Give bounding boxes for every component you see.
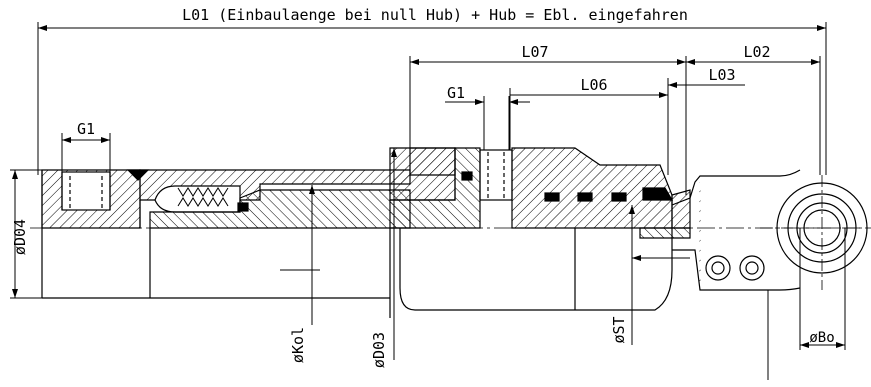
- l07-dimension: L07: [409, 43, 687, 195]
- l06-label: L06: [580, 76, 607, 94]
- d03-dimension: øD03: [370, 148, 397, 368]
- g1-left-dimension: G1: [61, 120, 111, 175]
- overall-length-title: L01 (Einbaulaenge bei null Hub) + Hub = …: [182, 6, 688, 24]
- g1-left-label: G1: [77, 120, 95, 138]
- d04-label: øD04: [11, 219, 29, 255]
- bo-label: øBo: [809, 330, 834, 346]
- d04-dimension: øD04: [10, 169, 44, 299]
- kol-label: øKol: [289, 327, 307, 363]
- l06-dimension: L06: [509, 76, 668, 150]
- kol-dimension: øKol: [280, 185, 320, 363]
- l02-label: L02: [743, 43, 770, 61]
- rod-eye: [639, 169, 871, 291]
- overall-length-dimension: L01 (Einbaulaenge bei null Hub) + Hub = …: [37, 6, 827, 175]
- l03-label: L03: [708, 66, 735, 84]
- bo-dimension: øBo: [767, 228, 846, 380]
- st-label: øST: [610, 316, 628, 343]
- st-dimension: øST: [610, 205, 690, 345]
- cylinder-body: [30, 147, 860, 318]
- l02-dimension: L02: [686, 43, 821, 175]
- d03-label: øD03: [370, 332, 388, 368]
- l03-dimension: L03: [667, 66, 745, 175]
- g1-top-label: G1: [447, 84, 465, 102]
- l07-label: L07: [521, 43, 548, 61]
